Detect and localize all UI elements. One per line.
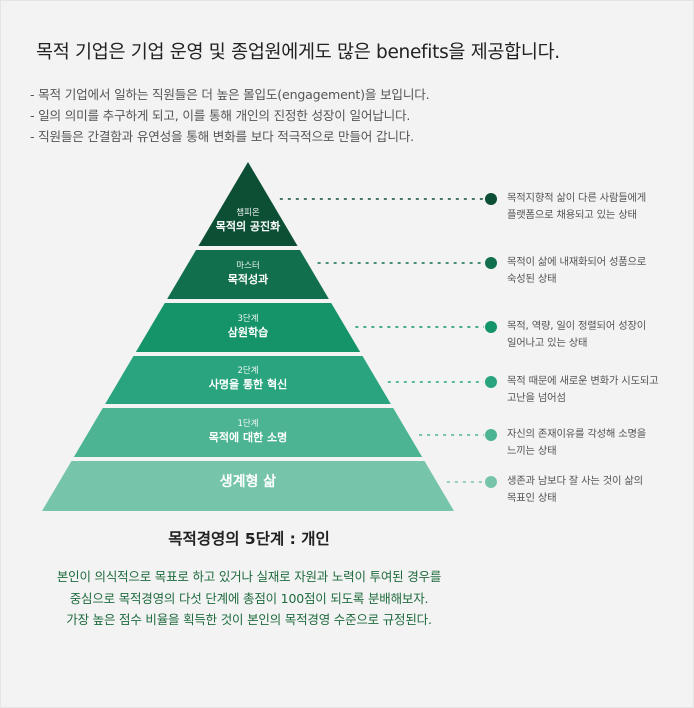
tier-name: 생계형 삶 [219, 474, 277, 490]
tier-desc-stage-2: 목적 때문에 새로운 변화가 시도되고 고난을 넘어섬 [507, 373, 659, 407]
desc-line: 자신의 존재이유를 각성해 소명을 [507, 428, 647, 440]
tier-desc-base: 생존과 남보다 잘 사는 것이 삶의 목표인 상태 [507, 473, 643, 507]
tier-label-master: 마스터 목적성과 [228, 260, 268, 288]
tier-label-stage-3: 3단계 삼원학습 [228, 313, 268, 341]
desc-line: 목적이 삶에 내재화되어 성품으로 [507, 256, 647, 268]
desc-line: 고난을 넘어섬 [507, 392, 566, 404]
instruction-line: 가장 높은 점수 비율을 획득한 것이 본인의 목적경영 수준으로 규정된다. [66, 612, 432, 627]
tier-name: 삼원학습 [227, 325, 269, 339]
desc-line: 목표인 상태 [507, 492, 557, 504]
desc-line: 목적, 역량, 일이 정렬되어 성장이 [507, 320, 646, 332]
benefit-item-2: - 일의 의미를 추구하게 되고, 이를 통해 개인의 진정한 성장이 일어납니… [30, 108, 411, 123]
tier-desc-master: 목적이 삶에 내재화되어 성품으로 숙성된 상태 [507, 254, 646, 288]
tier-desc-champion: 목적지향적 삶이 다른 사람들에게 플랫폼으로 채용되고 있는 상태 [507, 190, 646, 224]
tier-stage: 3단계 [237, 313, 259, 324]
desc-line: 느끼는 상태 [507, 445, 557, 457]
tier-name: 목적의 공진화 [215, 220, 281, 233]
page-title: 목적 기업은 기업 운영 및 종업원에게도 많은 benefits을 제공합니다… [36, 42, 560, 63]
benefit-item-1: - 목적 기업에서 일하는 직원들은 더 높은 몰입도(engagement)을… [30, 87, 430, 102]
desc-line: 일어나고 있는 상태 [507, 337, 588, 349]
tier-label-stage-1: 1단계 목적에 대한 소명 [209, 418, 288, 446]
tier-name: 목적에 대한 소명 [208, 430, 288, 444]
tier-label-stage-2: 2단계 사명을 통한 혁신 [209, 365, 288, 393]
tier-desc-stage-1: 자신의 존재이유를 각성해 소명을 느끼는 상태 [507, 426, 646, 460]
instruction-line: 중심으로 목적경영의 다섯 단계에 총점이 100점이 되도록 분배해보자. [69, 590, 429, 606]
tier-stage: 2단계 [237, 366, 259, 376]
tier-desc-stage-3: 목적, 역량, 일이 정렬되어 성장이 일어나고 있는 상태 [507, 318, 646, 352]
tier-stage: 1단계 [237, 418, 259, 429]
desc-line: 숙성된 상태 [507, 273, 557, 285]
diagram-caption: 목적경영의 5단계 : 개인 [168, 530, 330, 548]
desc-line: 목적 때문에 새로운 변화가 시도되고 [507, 375, 659, 387]
tier-stage: 마스터 [236, 260, 260, 271]
instruction-text: 본인이 의식적으로 목표로 하고 있거나 실재로 자원과 노력이 투여된 경우를… [0, 566, 498, 631]
instruction-line: 본인이 의식적으로 목표로 하고 있거나 실재로 자원과 노력이 투여된 경우를 [56, 569, 442, 584]
desc-line: 목적지향적 삶이 다른 사람들에게 [507, 192, 647, 204]
desc-line: 플랫폼으로 채용되고 있는 상태 [507, 209, 637, 221]
benefit-list: - 목적 기업에서 일하는 직원들은 더 높은 몰입도(engagement)을… [30, 84, 430, 147]
tier-stage: 챔피온 [236, 208, 260, 218]
tier-label-base: 생계형 삶 [220, 474, 276, 490]
tier-name: 목적성과 [227, 272, 269, 286]
tier-name: 사명을 통한 혁신 [208, 378, 288, 391]
tier-label-champion: 챔피온 목적의 공진화 [216, 207, 281, 235]
desc-line: 생존과 남보다 잘 사는 것이 삶의 [507, 475, 643, 487]
benefit-item-3: - 직원들은 간결함과 유연성을 통해 변화를 보다 적극적으로 만들어 갑니다… [30, 129, 414, 144]
